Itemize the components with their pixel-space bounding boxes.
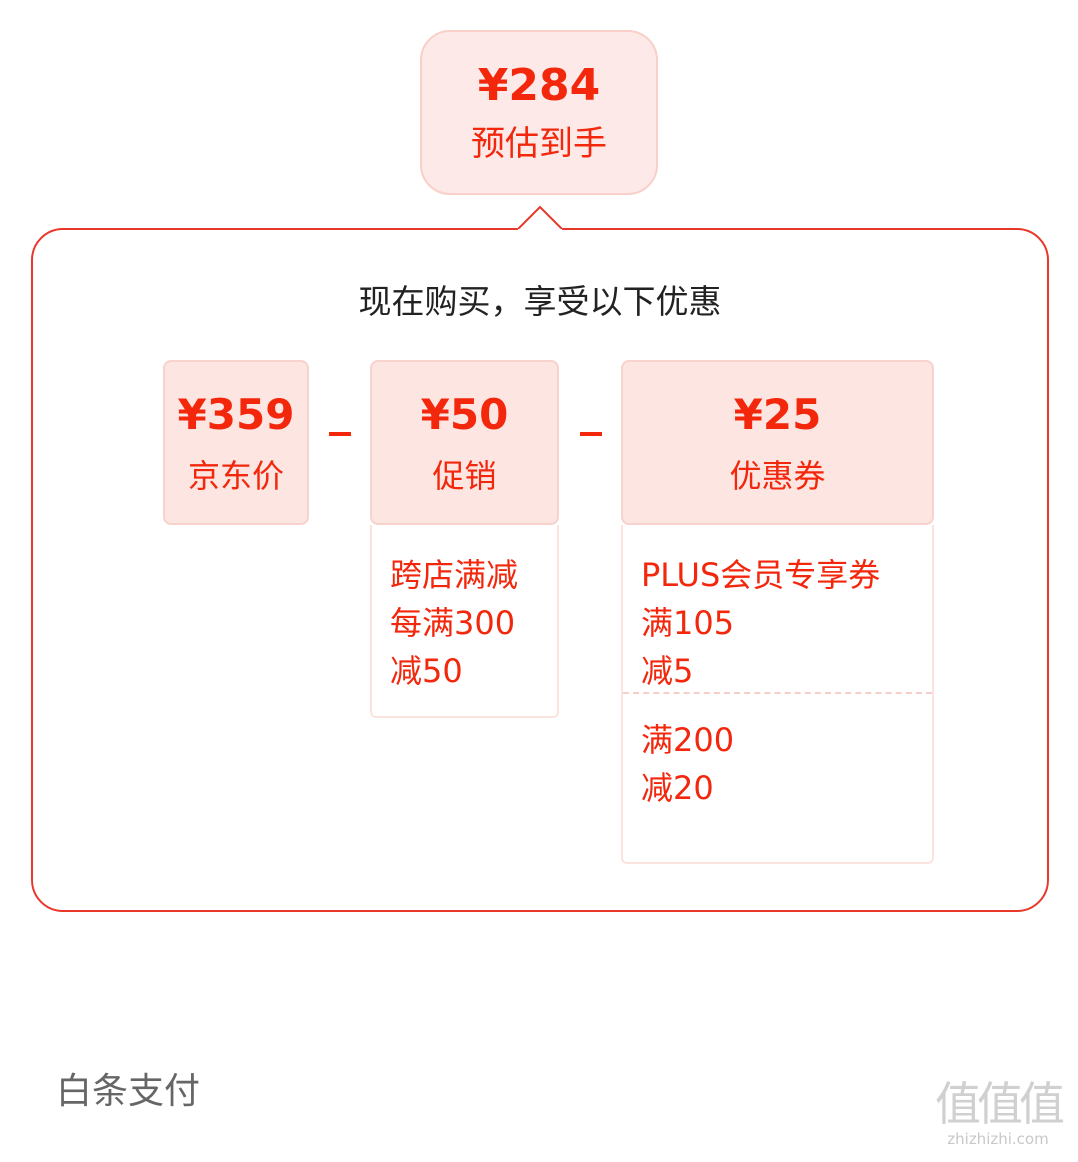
promotion-card: ¥50 促销 — [370, 360, 559, 525]
watermark-url: zhizhizhi.com — [947, 1130, 1049, 1148]
baitiao-payment-title: 白条支付 — [56, 1071, 201, 1112]
jd-price-card: ¥359 京东价 — [163, 360, 309, 525]
coupon-divider — [623, 692, 932, 694]
promotion-detail: 跨店满减 每满300 减50 — [370, 525, 559, 718]
promotion-detail-text: 跨店满减 每满300 减50 — [390, 556, 519, 690]
pointer-notch-icon — [518, 205, 562, 231]
jd-price-amount: ¥359 — [177, 390, 295, 439]
watermark-logo: 值值值 — [935, 1077, 1065, 1131]
coupon-detail-list: PLUS会员专享券 满105 减5 满200 减20 — [621, 525, 934, 864]
coupon-detail-general: 满200 减20 — [641, 721, 735, 807]
estimated-price: ¥284 — [477, 60, 601, 111]
minus-sign — [580, 432, 602, 436]
coupon-detail-plus: PLUS会员专享券 满105 减5 — [641, 556, 881, 690]
promotion-label: 促销 — [432, 457, 497, 495]
coupon-amount: ¥25 — [733, 390, 822, 439]
coupon-label: 优惠券 — [729, 457, 826, 495]
promotion-amount: ¥50 — [420, 390, 509, 439]
jd-price-label: 京东价 — [187, 457, 284, 495]
panel-title: 现在购买，享受以下优惠 — [358, 282, 722, 321]
coupon-card: ¥25 优惠券 — [621, 360, 934, 525]
estimated-price-bubble: ¥284 预估到手 — [420, 30, 658, 195]
minus-sign — [329, 432, 351, 436]
estimated-price-label: 预估到手 — [471, 124, 607, 164]
site-watermark: 值值值 zhizhizhi.com — [928, 1078, 1068, 1148]
